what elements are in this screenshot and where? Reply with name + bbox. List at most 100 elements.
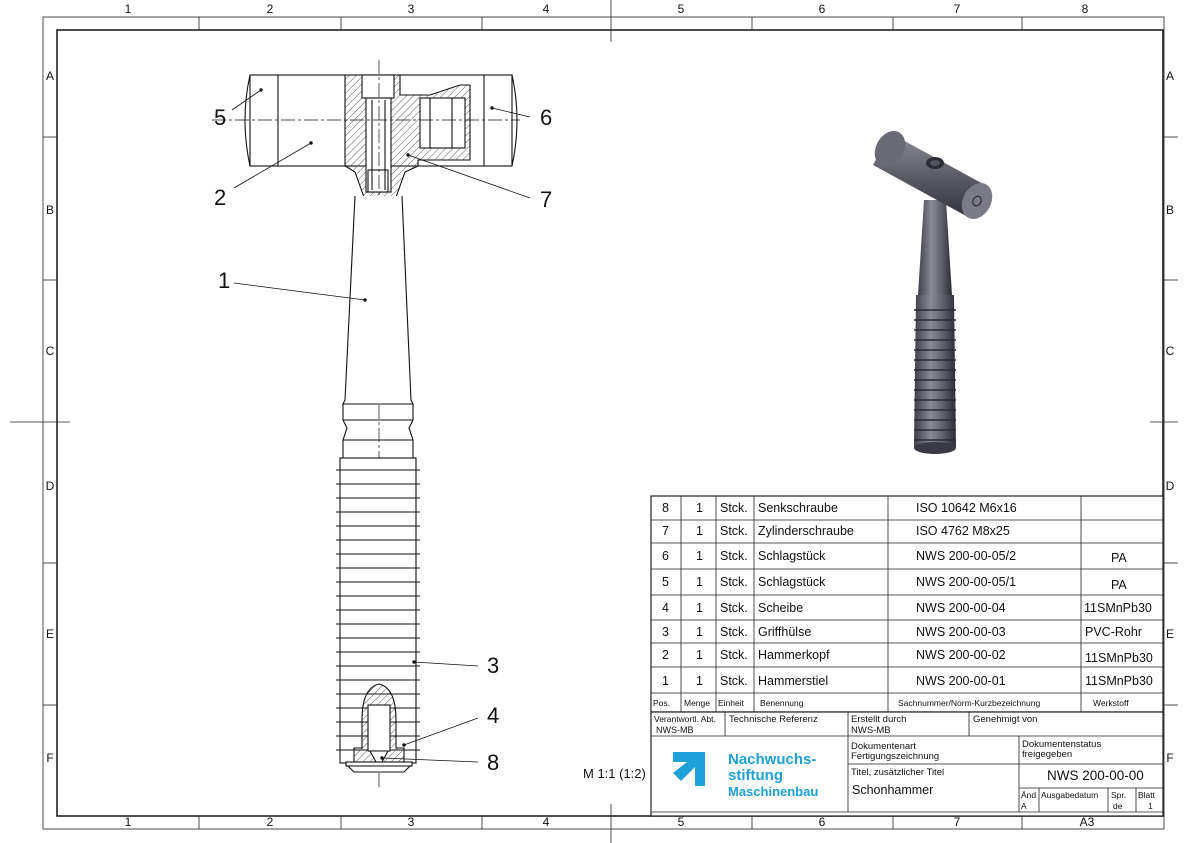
bom-benennung: Hammerkopf bbox=[758, 648, 830, 662]
bom-pos: 7 bbox=[662, 524, 669, 538]
bom-table-grid bbox=[650, 495, 1164, 713]
bom-menge: 1 bbox=[696, 524, 703, 538]
logo-line-1: Nachwuchs- bbox=[728, 751, 817, 768]
zone-col-6-bottom: 6 bbox=[818, 815, 826, 829]
bom-benennung: Schlagstück bbox=[758, 575, 826, 589]
verantwortl-value: NWS-MB bbox=[656, 725, 694, 735]
erstellt-label: Erstellt durch bbox=[851, 714, 907, 725]
zone-col-1-bottom: 1 bbox=[124, 815, 132, 829]
zone-col-7-bottom: 7 bbox=[953, 815, 961, 829]
callout-4: 4 bbox=[487, 703, 500, 728]
bom-pos: 8 bbox=[662, 501, 669, 515]
logo-line-3: Maschinenbau bbox=[728, 784, 819, 799]
outer-border bbox=[42, 16, 1165, 830]
zone-col-4-top: 4 bbox=[542, 2, 550, 16]
bom-einheit: Stck. bbox=[720, 601, 748, 615]
zone-row-e-left: E bbox=[45, 627, 54, 641]
dokumentenart-value: Fertigungszeichnung bbox=[851, 751, 940, 762]
callout-1: 1 bbox=[218, 268, 231, 293]
sprache-label: Spr. bbox=[1111, 790, 1127, 800]
bom-pos: 4 bbox=[662, 601, 669, 615]
bom-werkstoff: PA bbox=[1111, 578, 1127, 592]
genehmigt-label: Genehmigt von bbox=[973, 714, 1038, 725]
bom-einheit: Stck. bbox=[720, 524, 748, 538]
bom-sachnummer: ISO 4762 M8x25 bbox=[916, 524, 1010, 538]
zone-row-d-left: D bbox=[45, 479, 55, 493]
scale-label: M 1:1 (1:2) bbox=[583, 766, 646, 781]
zone-col-7-top: 7 bbox=[953, 2, 961, 16]
bom-menge: 1 bbox=[696, 549, 703, 563]
zone-row-d-right: D bbox=[1165, 479, 1175, 493]
bom-menge: 1 bbox=[696, 648, 703, 662]
aenderung-label: Änd bbox=[1021, 790, 1037, 800]
bom-header-sachnummer: Sachnummer/Norm-Kurzbezeichnung bbox=[898, 698, 1041, 708]
callout-6: 6 bbox=[540, 105, 553, 130]
ausgabedatum-label: Ausgabedatum bbox=[1041, 790, 1099, 800]
zone-row-c-left: C bbox=[45, 344, 55, 358]
dokumentenart-label: Dokumentenart bbox=[851, 741, 916, 752]
bom-menge: 1 bbox=[696, 501, 703, 515]
zone-row-f-right: F bbox=[1166, 751, 1174, 765]
erstellt-value: NWS-MB bbox=[851, 725, 891, 736]
callout-5: 5 bbox=[214, 105, 227, 130]
verantwortl-label: Verantwortl. Abt. bbox=[654, 714, 716, 724]
bom-werkstoff: 11SMnPb30 bbox=[1085, 651, 1153, 665]
bom-einheit: Stck. bbox=[720, 674, 748, 688]
zone-row-a-right: A bbox=[1165, 69, 1174, 83]
zone-dividers bbox=[10, 0, 1178, 843]
callout-7: 7 bbox=[540, 187, 553, 212]
bom-benennung: Schlagstück bbox=[758, 549, 826, 563]
tech-ref-label: Technische Referenz bbox=[729, 714, 818, 725]
bom-sachnummer: NWS 200-00-05/2 bbox=[916, 549, 1017, 563]
bom-header-menge: Menge bbox=[684, 698, 710, 708]
bom-sachnummer: NWS 200-00-04 bbox=[916, 601, 1006, 615]
logo-arrow-icon bbox=[673, 752, 705, 786]
bom-pos: 1 bbox=[662, 674, 669, 688]
sprache-value: de bbox=[1113, 801, 1123, 811]
bom-einheit: Stck. bbox=[720, 501, 748, 515]
titel-label: Titel, zusätzlicher Titel bbox=[851, 767, 945, 778]
blatt-value: 1 bbox=[1148, 801, 1153, 811]
bom-benennung: Senkschraube bbox=[758, 501, 838, 515]
bom-sachnummer: NWS 200-00-02 bbox=[916, 648, 1006, 662]
zone-row-b-right: B bbox=[1165, 203, 1174, 217]
bom-einheit: Stck. bbox=[720, 575, 748, 589]
aenderung-value: A bbox=[1021, 801, 1027, 811]
bom-werkstoff: 11SMnPb30 bbox=[1084, 601, 1152, 615]
callout-8: 8 bbox=[487, 750, 500, 775]
zone-col-3-bottom: 3 bbox=[407, 815, 415, 829]
inner-frame bbox=[56, 29, 1164, 817]
zone-col-5-bottom: 5 bbox=[677, 815, 685, 829]
bom-menge: 1 bbox=[696, 625, 703, 639]
bom-menge: 1 bbox=[696, 575, 703, 589]
bom-benennung: Griffhülse bbox=[758, 625, 812, 639]
zone-row-c-right: C bbox=[1165, 344, 1175, 358]
bom-header-benennung: Benennung bbox=[760, 698, 804, 708]
zone-col-4-bottom: 4 bbox=[542, 815, 550, 829]
callout-2: 2 bbox=[214, 185, 227, 210]
zone-row-e-right: E bbox=[1165, 627, 1174, 641]
hammer-section-view bbox=[212, 60, 520, 790]
bom-benennung: Hammerstiel bbox=[758, 674, 829, 688]
document-number: NWS 200-00-00 bbox=[1047, 768, 1144, 783]
bom-einheit: Stck. bbox=[720, 549, 748, 563]
zone-col-5-top: 5 bbox=[677, 2, 685, 16]
callout-3: 3 bbox=[487, 653, 500, 678]
bom-header-pos: Pos. bbox=[653, 698, 671, 708]
bom-header-einheit: Einheit bbox=[718, 698, 744, 708]
status-label: Dokumentenstatus bbox=[1022, 739, 1102, 750]
bom-sachnummer: NWS 200-00-01 bbox=[916, 674, 1006, 688]
hammer-3d-render bbox=[873, 130, 993, 454]
bom-menge: 1 bbox=[696, 601, 703, 615]
bom-sachnummer: ISO 10642 M6x16 bbox=[916, 501, 1017, 515]
status-value: freigegeben bbox=[1022, 749, 1073, 760]
logo-line-2: stiftung bbox=[728, 767, 783, 784]
bom-werkstoff: PVC-Rohr bbox=[1085, 625, 1142, 639]
bom-benennung: Scheibe bbox=[758, 601, 804, 615]
bom-werkstoff: 11SMnPb30 bbox=[1085, 674, 1153, 688]
zone-col-1-top: 1 bbox=[124, 2, 132, 16]
zone-col-6-top: 6 bbox=[818, 2, 826, 16]
bom-pos: 5 bbox=[662, 575, 669, 589]
format-label: A3 bbox=[1079, 815, 1095, 829]
bom-einheit: Stck. bbox=[720, 648, 748, 662]
